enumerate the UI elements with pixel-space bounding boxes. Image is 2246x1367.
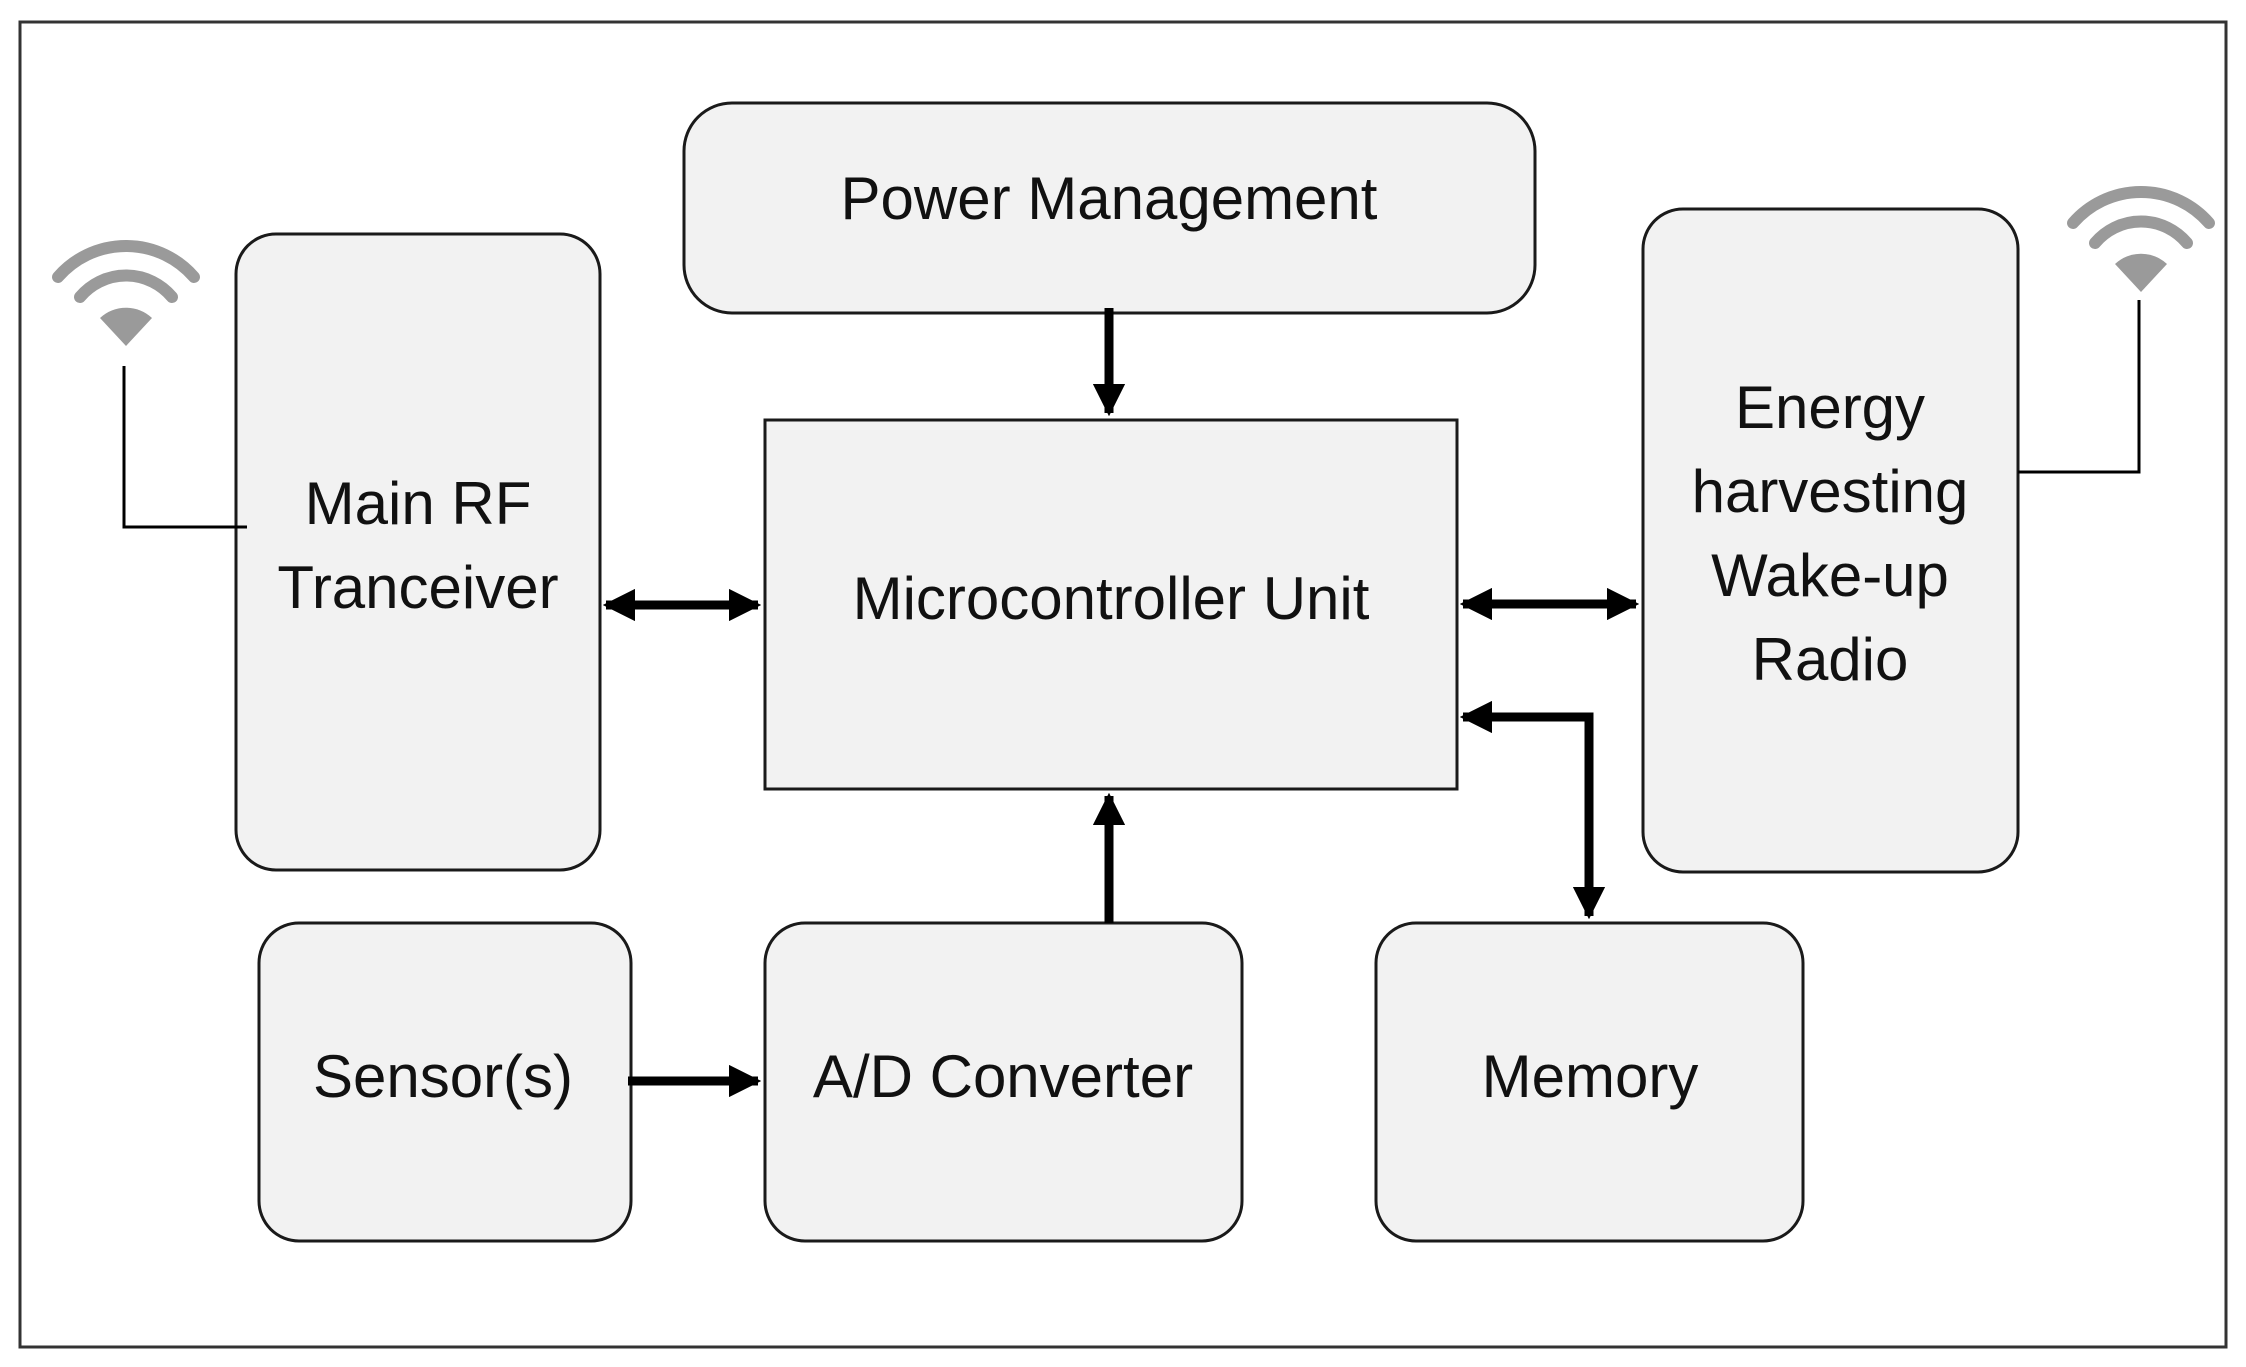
energy-harvesting-label-line-4: Radio (1752, 626, 1909, 693)
main-rf-label-line-2: Tranceiver (277, 554, 558, 621)
microcontroller-unit-label: Microcontroller Unit (853, 565, 1370, 632)
sensors-label: Sensor(s) (313, 1043, 573, 1110)
right-antenna-wire (2018, 300, 2141, 474)
energy-harvesting-label-line-1: Energy (1735, 374, 1925, 441)
main-rf-label-line-1: Main RF (305, 470, 532, 537)
memory-label: Memory (1482, 1043, 1699, 1110)
power-management-block: Power Management (682, 101, 1537, 315)
energy-harvesting-radio-block: Energy harvesting Wake-up Radio (1641, 207, 2020, 874)
mcu-memory-bidirectional-arrow (1459, 700, 1606, 920)
wifi-icon (52, 239, 200, 346)
wifi-icon (2067, 185, 2215, 292)
energy-harvesting-label-line-3: Wake-up (1711, 542, 1949, 609)
ad-converter-block: A/D Converter (763, 921, 1244, 1243)
energy-harvesting-label-line-2: harvesting (1692, 458, 1969, 525)
left-antenna-wire (122, 366, 247, 529)
main-rf-transceiver-block: Main RF Tranceiver (234, 232, 602, 872)
memory-block: Memory (1374, 921, 1805, 1243)
ad-converter-label: A/D Converter (813, 1043, 1193, 1110)
microcontroller-unit-block: Microcontroller Unit (763, 418, 1459, 791)
power-management-label: Power Management (841, 165, 1378, 232)
sensors-block: Sensor(s) (257, 921, 633, 1243)
